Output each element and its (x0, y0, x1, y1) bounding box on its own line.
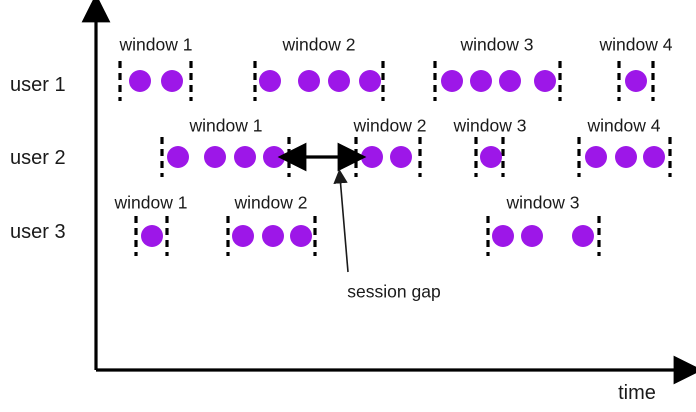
event-dot (129, 70, 151, 92)
event-dot (298, 70, 320, 92)
window-label: window 4 (587, 115, 661, 136)
window-label: window 4 (599, 34, 673, 55)
row-label-user-2: user 2 (10, 147, 66, 169)
event-dot (290, 225, 312, 247)
event-dot (167, 146, 189, 168)
event-dot (263, 146, 285, 168)
window-label: window 3 (453, 115, 527, 136)
event-dot (361, 146, 383, 168)
event-dot (470, 70, 492, 92)
event-dot (259, 70, 281, 92)
window-bracket (474, 137, 505, 177)
event-dot (615, 146, 637, 168)
window-bracket (226, 216, 317, 256)
window-label: window 2 (234, 192, 308, 213)
session-gap-label: session gap (347, 281, 441, 302)
window-label: window 3 (506, 192, 580, 213)
event-dot (492, 225, 514, 247)
event-dot (204, 146, 226, 168)
event-dot (141, 225, 163, 247)
session-gap-pointer (333, 169, 349, 273)
event-dot (262, 225, 284, 247)
window-label: window 1 (114, 192, 188, 213)
event-dot (585, 146, 607, 168)
window-bracket (577, 137, 672, 177)
window-label: window 1 (189, 115, 263, 136)
event-dot (441, 70, 463, 92)
event-dot (572, 225, 594, 247)
event-dot (161, 70, 183, 92)
x-axis-label: time (618, 382, 656, 404)
event-dot (625, 70, 647, 92)
window-bracket (617, 61, 655, 101)
window-label: window 2 (282, 34, 356, 55)
window-label: window 2 (353, 115, 427, 136)
row-label-user-1: user 1 (10, 74, 66, 96)
event-dot (480, 146, 502, 168)
window-label: window 3 (460, 34, 534, 55)
event-dot (534, 70, 556, 92)
event-dot (521, 225, 543, 247)
window-bracket (253, 61, 385, 101)
window-bracket (118, 61, 193, 101)
event-dot (328, 70, 350, 92)
event-dot (499, 70, 521, 92)
window-bracket (134, 216, 169, 256)
event-dot (643, 146, 665, 168)
row-label-user-3: user 3 (10, 221, 66, 243)
window-bracket (433, 61, 562, 101)
window-bracket (486, 216, 601, 256)
event-dot (390, 146, 412, 168)
event-dot (359, 70, 381, 92)
window-label: window 1 (119, 34, 193, 55)
events-layer (129, 70, 665, 247)
event-dot (234, 146, 256, 168)
event-dot (232, 225, 254, 247)
